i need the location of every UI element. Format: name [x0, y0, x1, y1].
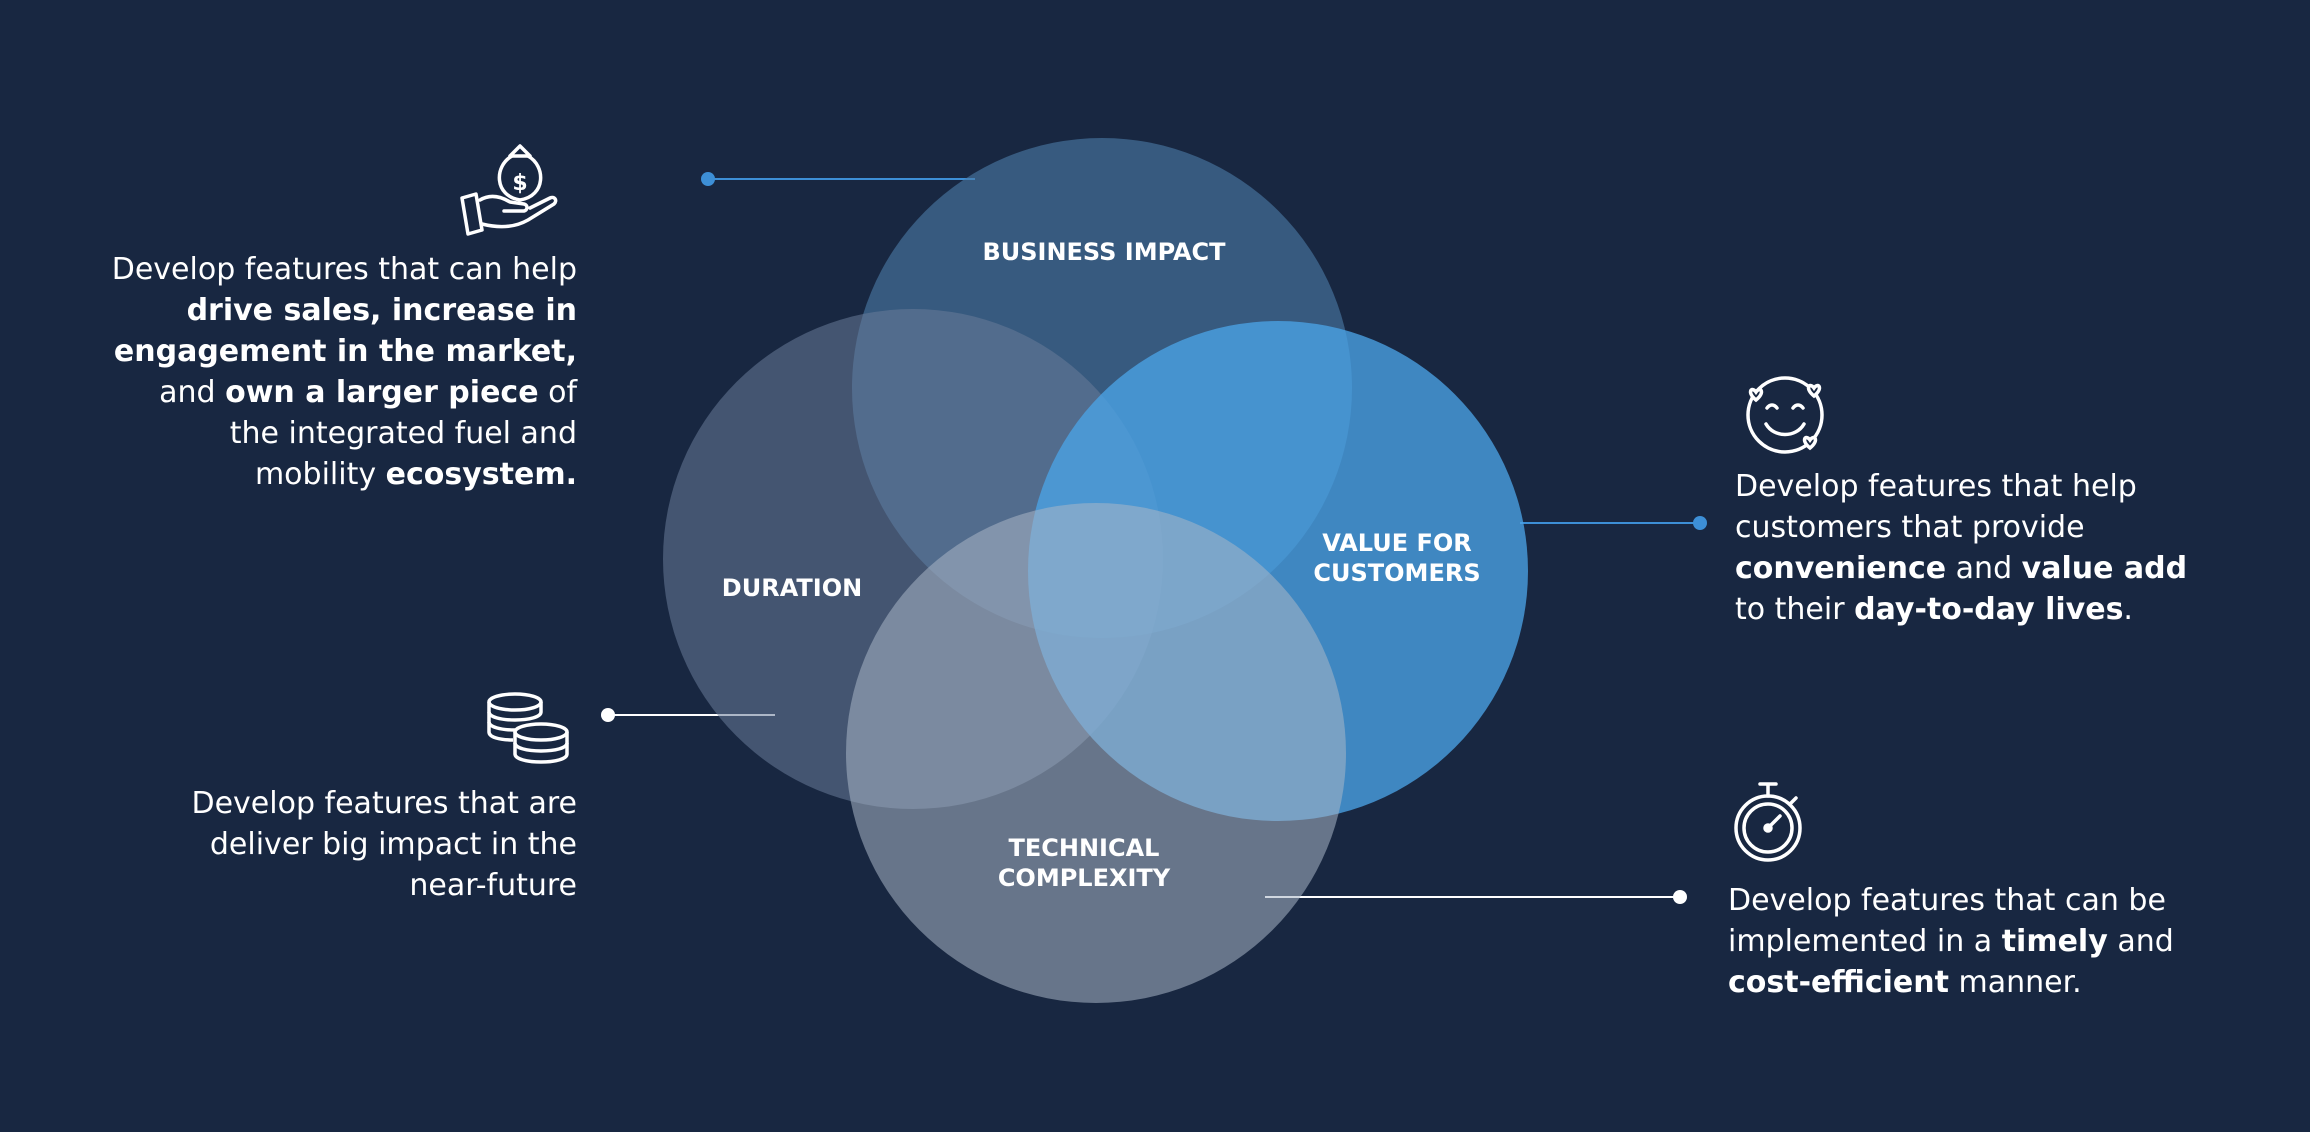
body-text: manner. — [1948, 965, 2082, 1000]
label-technical-complexity: TECHNICAL COMPLEXITY — [998, 833, 1170, 893]
emphasis-text: timely — [2001, 924, 2108, 959]
body-text: to their — [1735, 592, 1855, 627]
label-duration: DURATION — [721, 574, 863, 602]
body-text: and — [159, 375, 226, 410]
body-text: . — [2123, 592, 2133, 627]
coins-stack-icon — [487, 692, 569, 764]
body-text: Develop features that help customers tha… — [1735, 469, 2137, 545]
emphasis-text: own a larger piece — [225, 375, 539, 410]
duration-connector-dot — [601, 708, 615, 722]
stopwatch-icon — [1734, 782, 1802, 862]
body-text: Develop features that can be implemented… — [1728, 883, 2166, 959]
duration-description: Develop features that are deliver big im… — [180, 783, 578, 906]
label-technical-line-2: COMPLEXITY — [997, 864, 1171, 892]
label-value-line-2: CUSTOMERS — [1313, 559, 1481, 587]
body-text: of the integrated fuel and mobility — [229, 375, 577, 492]
circle-technical-complexity — [846, 503, 1346, 1003]
value-for-customers-description: Develop features that help customers tha… — [1735, 466, 2215, 630]
business-impact-connector-dot — [701, 172, 715, 186]
body-text: and — [2107, 924, 2174, 959]
body-text: Develop features that can help — [111, 252, 577, 287]
emphasis-text: cost-efficient — [1728, 965, 1949, 1000]
smiley-hearts-icon — [1746, 376, 1824, 454]
emphasis-text: ecosystem. — [385, 457, 577, 492]
label-business-impact: BUSINESS IMPACT — [982, 238, 1226, 266]
body-text: Develop features that are deliver big im… — [191, 786, 578, 903]
emphasis-text: convenience — [1735, 551, 1947, 586]
label-value-line-1: VALUE FOR — [1322, 529, 1472, 557]
body-text: and — [1946, 551, 2022, 586]
svg-text:$: $ — [512, 171, 527, 196]
label-value-for-customers: VALUE FOR CUSTOMERS — [1313, 528, 1480, 588]
money-bag-hand-icon: $ — [460, 144, 558, 236]
technical-complexity-description: Develop features that can be implemented… — [1728, 880, 2198, 1003]
emphasis-text: value add — [2021, 551, 2188, 586]
emphasis-text: drive sales, increase in engagement in t… — [113, 293, 577, 369]
technical-connector-dot — [1673, 890, 1687, 904]
business-impact-description: Develop features that can help drive sal… — [110, 249, 577, 495]
label-technical-line-1: TECHNICAL — [1008, 834, 1160, 862]
emphasis-text: day-to-day lives — [1854, 592, 2124, 627]
value-connector-dot — [1693, 516, 1707, 530]
